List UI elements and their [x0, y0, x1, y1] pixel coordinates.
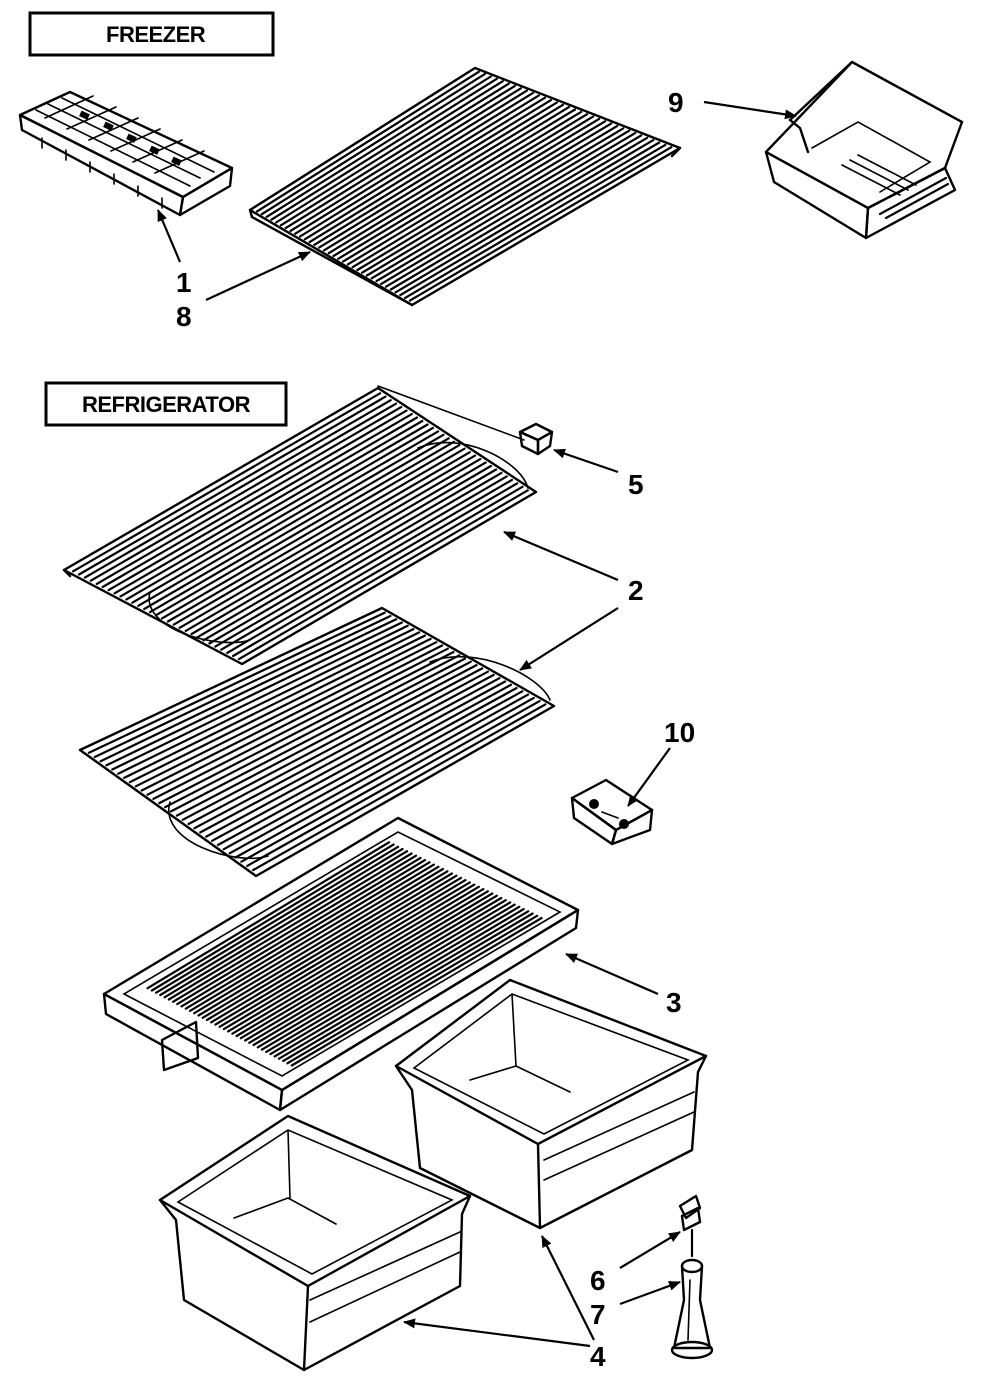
leader-line-4b [541, 1235, 595, 1341]
callout-5: 5 [628, 469, 644, 500]
shelf-clip [518, 422, 554, 456]
ice-bin [764, 60, 964, 240]
freezer-label: FREEZER [106, 22, 206, 47]
callout-2: 2 [628, 575, 644, 606]
leader-line-2a [503, 530, 619, 582]
leader-line-9 [703, 100, 797, 120]
leveling-leg [670, 1258, 714, 1360]
refrigerator-label-box: REFRIGERATOR [44, 381, 288, 427]
crisper-drawer-left [158, 1114, 472, 1372]
leader-line-4a [403, 1318, 591, 1348]
callout-10: 10 [664, 717, 695, 748]
freezer-wire-shelf [248, 66, 682, 307]
leader-line-5 [553, 448, 619, 474]
crisper-cover [102, 816, 580, 1112]
leader-line-7 [619, 1280, 681, 1306]
refrigerator-label: REFRIGERATOR [82, 392, 251, 417]
leader-line-10 [627, 747, 671, 807]
shelf-support-bracket [570, 778, 654, 846]
leader-line-3 [565, 952, 659, 996]
leader-line-2b [519, 607, 619, 671]
ice-tray [18, 90, 234, 217]
callout-3: 3 [666, 987, 682, 1018]
leveling-leg-cap [678, 1194, 702, 1258]
freezer-label-box: FREEZER [28, 11, 275, 57]
wire-shelf-upper [62, 386, 538, 666]
crisper-drawer-right [394, 978, 708, 1230]
leader-line-6 [619, 1231, 681, 1269]
callout-1: 1 [176, 267, 192, 298]
wire-shelf-lower [78, 606, 556, 878]
callout-4: 4 [590, 1341, 606, 1372]
callout-8: 8 [176, 301, 192, 332]
callout-9: 9 [668, 87, 684, 118]
leader-line-8 [205, 251, 311, 301]
callout-7: 7 [590, 1299, 606, 1330]
shelf-clip-link [377, 385, 525, 441]
callout-6: 6 [590, 1265, 606, 1296]
leader-line-1 [156, 209, 182, 263]
